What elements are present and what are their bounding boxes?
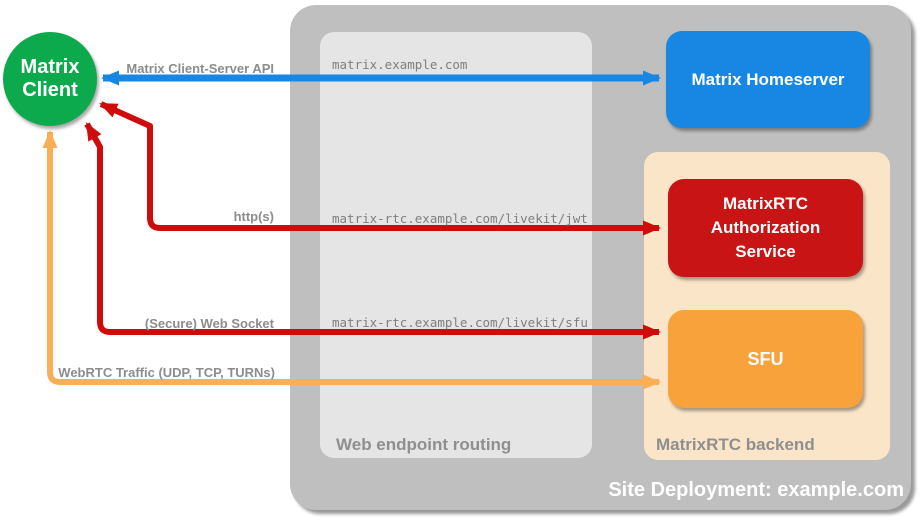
webrtc-traffic-label: WebRTC Traffic (UDP, TCP, TURNs) bbox=[58, 365, 275, 380]
web-endpoint-routing-box bbox=[320, 32, 592, 458]
client-server-api-label: Matrix Client-Server API bbox=[126, 61, 274, 76]
endpoint-livekit-sfu: matrix-rtc.example.com/livekit/sfu bbox=[332, 315, 588, 330]
sfu-node: SFU bbox=[668, 310, 863, 408]
sfu-label: SFU bbox=[747, 349, 784, 369]
endpoint-livekit-jwt: matrix-rtc.example.com/livekit/jwt bbox=[332, 211, 588, 226]
matrixrtc-auth-service-label: MatrixRTC Authorization Service bbox=[710, 194, 821, 261]
matrixrtc-auth-service-node: MatrixRTC Authorization Service bbox=[668, 179, 863, 277]
web-socket-label: (Secure) Web Socket bbox=[144, 316, 274, 331]
matrix-homeserver-label: Matrix Homeserver bbox=[691, 69, 845, 89]
matrix-homeserver-node: Matrix Homeserver bbox=[666, 31, 870, 128]
matrix-client-node: Matrix Client bbox=[3, 32, 97, 126]
matrixrtc-backend-label: MatrixRTC backend bbox=[656, 435, 815, 454]
web-endpoint-routing-label: Web endpoint routing bbox=[336, 435, 512, 454]
site-deployment-label: Site Deployment: example.com bbox=[608, 479, 904, 501]
endpoint-matrix-example-com: matrix.example.com bbox=[332, 57, 468, 72]
matrix-client-label: Matrix Client bbox=[20, 56, 80, 101]
https-label: http(s) bbox=[233, 209, 274, 224]
